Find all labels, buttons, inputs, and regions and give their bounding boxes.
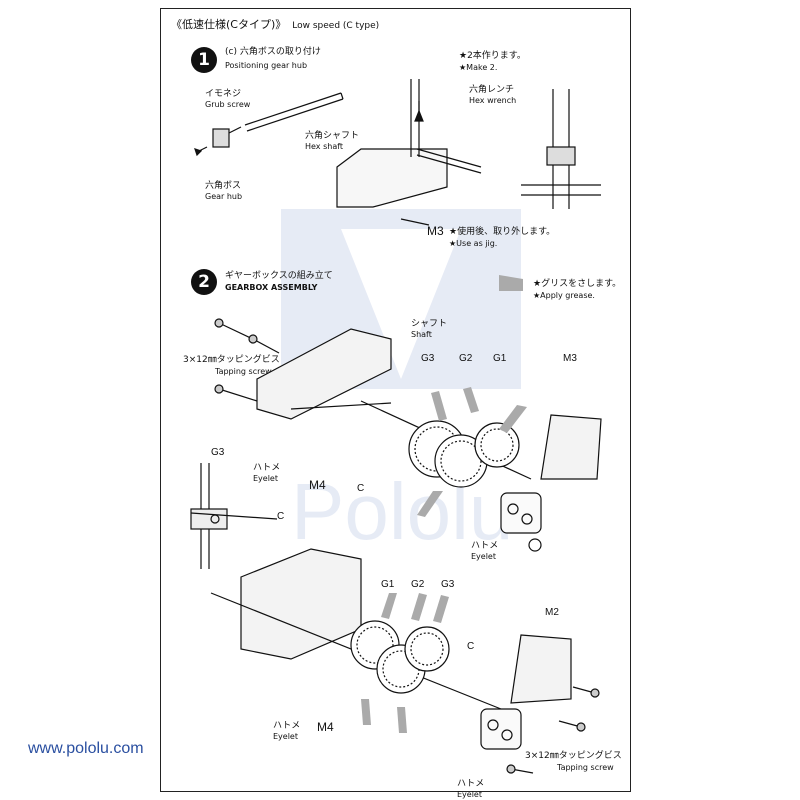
assembly-illustrations bbox=[190, 79, 602, 774]
eyelet-label-en-bottom-left: Eyelet bbox=[273, 732, 298, 741]
hex-wrench-label-jp: 六角レンチ bbox=[469, 85, 515, 95]
make-two-note-en: ★Make 2. bbox=[459, 63, 498, 72]
grease-arrows-upper bbox=[417, 275, 527, 517]
m3-label-step2: M3 bbox=[563, 353, 577, 364]
gearbox-assembly-upper bbox=[256, 328, 602, 552]
grub-screw-label-en: Grub screw bbox=[205, 100, 251, 109]
eyelet-label-en-top-right: Eyelet bbox=[471, 552, 496, 561]
tapping-screw-label-en-top: Tapping screw bbox=[215, 367, 272, 376]
shaft-label-jp: シャフト bbox=[411, 319, 448, 329]
eyelet-label-jp-top-right: ハトメ bbox=[471, 541, 499, 551]
apply-grease-note-jp: ★グリスをさします。 bbox=[533, 279, 622, 289]
step-1-badge: 1 bbox=[191, 47, 217, 73]
grease-arrows-lower bbox=[361, 593, 449, 733]
tapping-screws-lower bbox=[506, 686, 600, 774]
pololu-url: www.pololu.com bbox=[28, 740, 144, 757]
header-title-jp: 《低速仕様(Cタイプ)》 bbox=[171, 18, 287, 31]
g1-label-top: G1 bbox=[493, 353, 507, 364]
header-title-en: Low speed (C type) bbox=[292, 21, 380, 31]
instruction-page: Pololu 《低速仕様(Cタイプ)》Low speed (C type) 1 … bbox=[160, 8, 631, 799]
m3-housing-step1 bbox=[336, 79, 482, 226]
g3-label-top: G3 bbox=[421, 353, 435, 364]
jig-detail-view bbox=[521, 89, 601, 209]
use-as-jig-note-en: ★Use as jig. bbox=[449, 239, 498, 248]
shaft-label-en: Shaft bbox=[411, 330, 432, 339]
hex-shaft-illustration bbox=[244, 92, 344, 132]
c-label-detail: C bbox=[277, 511, 285, 522]
eyelet-label-jp-bottom-left: ハトメ bbox=[273, 721, 301, 731]
m2-label: M2 bbox=[545, 607, 559, 618]
eyelet-label-en-bottom-right: Eyelet bbox=[457, 790, 482, 799]
eyelet-label-en-top-left: Eyelet bbox=[253, 474, 278, 483]
tapping-screw-label-jp-bottom: 3×12㎜タッピングビス bbox=[525, 751, 622, 761]
c-label-top: C bbox=[357, 483, 365, 494]
c-label-bottom: C bbox=[467, 641, 475, 652]
step-1-title-en: Positioning gear hub bbox=[225, 61, 308, 70]
g3-label-bottom: G3 bbox=[441, 579, 455, 590]
g2-label-bottom: G2 bbox=[411, 579, 425, 590]
page-header: 《低速仕様(Cタイプ)》 Low speed (C type) bbox=[171, 18, 380, 32]
g3-detail-view bbox=[190, 463, 278, 569]
g1-label-bottom: G1 bbox=[381, 579, 395, 590]
eyelet-label-jp-top-left: ハトメ bbox=[253, 463, 281, 473]
gear-hub-label-jp: 六角ボス bbox=[205, 181, 242, 191]
g2-label-top: G2 bbox=[459, 353, 473, 364]
tapping-screws-upper bbox=[214, 318, 280, 402]
m3-label-step1: M3 bbox=[427, 224, 444, 238]
tapping-screw-label-en-bottom: Tapping screw bbox=[557, 763, 614, 772]
m4-label-bottom: M4 bbox=[317, 720, 334, 734]
gearbox-assembly-lower bbox=[210, 548, 572, 750]
apply-grease-note-en: ★Apply grease. bbox=[533, 291, 595, 300]
hex-shaft-label-jp: 六角シャフト bbox=[305, 131, 360, 141]
gear-hub-illustration bbox=[194, 126, 242, 157]
m4-label-top: M4 bbox=[309, 478, 326, 492]
step-1-title-jp: (c) 六角ボスの取り付け bbox=[225, 47, 321, 57]
eyelet-label-jp-bottom-right: ハトメ bbox=[457, 779, 485, 789]
hex-wrench-label-en: Hex wrench bbox=[469, 96, 517, 105]
grub-screw-label-jp: イモネジ bbox=[205, 89, 242, 99]
gear-hub-label-en: Gear hub bbox=[205, 192, 243, 201]
step-2-badge: 2 bbox=[191, 269, 217, 295]
tapping-screw-label-jp-top: 3×12㎜タッピングビス bbox=[183, 355, 280, 365]
g3-label-detail: G3 bbox=[211, 447, 225, 458]
step-2-title-en: GEARBOX ASSEMBLY bbox=[225, 283, 318, 292]
make-two-note-jp: ★2本作ります。 bbox=[459, 51, 526, 61]
use-as-jig-note-jp: ★使用後、取り外します。 bbox=[449, 227, 556, 237]
step-2-title-jp: ギヤーボックスの組み立て bbox=[225, 271, 333, 281]
hex-shaft-label-en: Hex shaft bbox=[305, 142, 344, 151]
